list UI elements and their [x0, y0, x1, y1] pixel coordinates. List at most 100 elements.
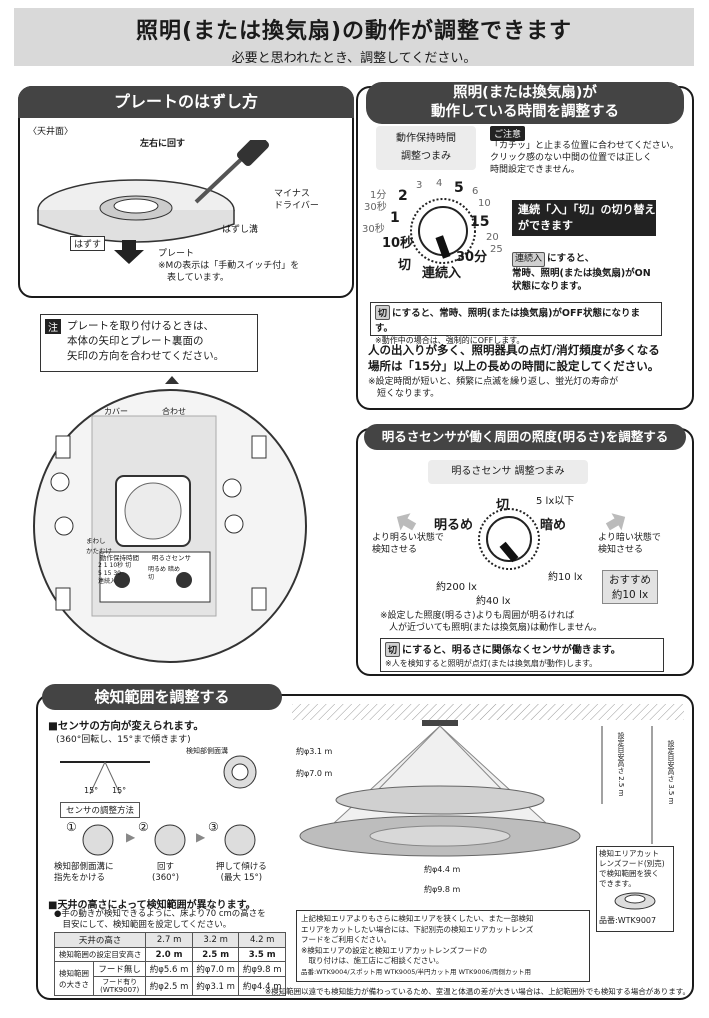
step-2-text: 回す (360°) [152, 862, 180, 883]
hood-info-models: 品番:WTK9004/スポット用 WTK9005/半円カット用 WTK9006/… [301, 967, 531, 976]
caution-text: 「カチッ」と止まる位置に合わせてください。 クリック感のない中間の位置では正しく… [490, 141, 679, 175]
attach-note-text: プレートを取り付けるときは、 本体の矢印とプレート裏面の 矢印の方向を合わせてく… [67, 320, 225, 362]
attach-note-box: 注 プレートを取り付けるときは、 本体の矢印とプレート裏面の 矢印の方向を合わせ… [40, 314, 258, 372]
dial-label-off: 切 [398, 258, 412, 273]
detection-range-title: 検知範囲を調整する [42, 684, 282, 710]
hood-info-box: 上記検知エリアよりもさらに検知エリアを狭くしたい、また一部検知 エリアをカットし… [296, 910, 590, 982]
manual-label: まわし かたむけ [86, 537, 112, 555]
angle-left: 15° [84, 786, 99, 795]
knob1-mark-2: 2 [98, 562, 102, 569]
height-2-5: 設定目安高さ 2.5 m [617, 732, 625, 797]
step-1-text: 検知部側面溝に 指先をかける [54, 862, 114, 883]
dial-label-10s: 10秒 [382, 236, 414, 251]
table-cell: 3.2 m [191, 932, 240, 948]
table-cell: 約φ7.0 m [191, 961, 240, 977]
dial-label-3: 3 [416, 180, 423, 191]
method-label: センサの調整方法 [60, 802, 141, 818]
brightness-off: 切 [496, 498, 510, 513]
table-cell: フード有り (WTK9007) [93, 976, 147, 996]
plate-removal-illustration [37, 140, 270, 264]
device-illustration [33, 376, 307, 663]
timer-off-note: ※動作中の場合は、強制的にOFFします。 [375, 336, 525, 345]
brightness-off-text: にすると、明るさに関係なくセンサが働きます。 [402, 645, 621, 656]
device-knob1-marks: 2 1 10秒 切 5 15 30 連続入 [98, 562, 146, 586]
step-arrow-2-icon: ▶ [196, 830, 206, 844]
brightness-bright: 明るめ [434, 518, 474, 533]
table-cell: 2.5 m [191, 947, 240, 962]
dial-label-30min: 30分 [456, 250, 488, 265]
brightness-recommend: おすすめ 約10 lx [602, 570, 658, 604]
range-table: 天井の高さ 2.7 m 3.2 m 4.2 m 検知範囲の設定目安高さ 2.0 … [53, 932, 286, 996]
brightness-lx40: 約40 lx [476, 596, 511, 607]
dial-label-25: 25 [490, 244, 503, 255]
knob2-mark-bright: 明るめ [148, 566, 167, 573]
knob1-mark-5: 5 [98, 570, 102, 577]
angle-right: 15° [112, 786, 127, 795]
knob1-mark-10: 10秒 [109, 562, 124, 569]
step-3-text: 押して傾ける (最大 15°) [216, 862, 267, 883]
table-cell: 約φ5.6 m [145, 961, 193, 977]
dial-label-4: 4 [436, 178, 443, 189]
dial-label-2: 2 [398, 188, 408, 204]
dial-label-30s-a: 30秒 [364, 202, 387, 213]
page-title: 照明(または換気扇)の動作が調整できます [135, 19, 573, 44]
dial-label-6: 6 [472, 186, 479, 197]
timer-dial [410, 198, 476, 264]
step-1-number: ① [66, 820, 77, 834]
brightness-off-box: 切にすると、明るさに関係なくセンサが働きます。 ※人を検知すると照明が点灯(また… [380, 638, 664, 672]
step-2-number: ② [138, 820, 149, 834]
device-knob1-label: 動作保持時間 [100, 554, 139, 562]
step-3-icon [224, 824, 256, 856]
brightness-off-note: ※人を検知すると照明が点灯(または換気扇が動作)します。 [385, 659, 598, 668]
height-sub: ●手の動きが検知できるように、床より70 cmの高さを 目安にして、検知範囲を設… [54, 909, 266, 930]
side-groove-label: 検知部側面溝 [186, 747, 228, 755]
page-header: 照明(または換気扇)の動作が調整できます 必要と思われたとき、調整してください。 [14, 8, 694, 66]
continuous-text: にすると、 常時、照明(または換気扇)がON 状態になります。 [512, 253, 651, 292]
hood-model: 品番:WTK9007 [599, 916, 657, 925]
step-1-icon [82, 824, 114, 856]
brightness-off-tag: 切 [385, 642, 401, 657]
release-tag: はずす [70, 236, 106, 251]
dial-label-5: 5 [454, 180, 464, 196]
table-cell: 検知範囲 の大きさ [53, 961, 95, 996]
height-3-5: 設定目安高さ 3.5 m [667, 740, 675, 805]
brightness-title: 明るさセンサが働く周囲の照度(明るさ)を調整する [364, 424, 686, 450]
hood-info-text: 上記検知エリアよりもさらに検知エリアを狭くしたい、また一部検知 エリアをカットし… [301, 914, 534, 965]
timer-dial-labels: 1分 30秒 30秒 2 3 4 5 6 10 15 20 25 30分 1 1… [360, 178, 503, 281]
direction-title: ■センサの方向が変えられます。 [48, 720, 204, 732]
adjust-steps: ① 検知部側面溝に 指先をかける ▶ ② 回す (360°) ▶ ③ 押して傾け… [54, 820, 286, 892]
plate-removal-title: プレートのはずし方 [18, 86, 354, 118]
timer-off-text: にすると、常時、照明(または換気扇)がOFF状態になります。 [375, 308, 640, 334]
direction-sub: (360°回転し、15°まで傾きます) [56, 735, 191, 745]
hood-box: 検知エリアカット レンズフード(別売) で検知範囲を狭く できます。 品番:WT… [596, 846, 674, 932]
caution-tag: ご注意 [490, 126, 526, 141]
detection-cone-diagram [292, 704, 684, 857]
knob2-mark-off: 切 [148, 574, 155, 581]
table-cell: 約φ2.5 m [145, 976, 193, 996]
plate-label: プレート [158, 249, 195, 259]
brightness-left-text: より明るい状態で 検知させる [372, 533, 444, 555]
table-cell: 3.5 m [238, 947, 286, 962]
diameter-9-8: 約φ9.8 m [424, 885, 461, 894]
table-cell: 天井の高さ [53, 932, 147, 948]
knob1-mark-off: 切 [125, 562, 132, 569]
dial-label-10: 10 [478, 198, 491, 209]
brightness-note1: ※設定した照度(明るさ)よりも周囲が明るければ 人が近づいても照明(または換気扇… [380, 611, 603, 633]
switch-info-box: 連続「入」「切」の切り替え ができます [512, 200, 656, 236]
brightness-lx10: 約10 lx [548, 572, 583, 583]
dial-label-1min: 1分 [370, 190, 387, 201]
brightness-lx5: 5 lx以下 [536, 496, 575, 507]
table-row: フード有り (WTK9007) 約φ2.5 m 約φ3.1 m 約φ4.4 m [55, 976, 286, 996]
table-row: 天井の高さ 2.7 m 3.2 m 4.2 m [53, 932, 286, 948]
height-title: ■天井の高さによって検知範囲が異なります。 [48, 900, 256, 911]
ceiling-label: 〈天井面〉 [28, 127, 74, 137]
table-cell: 2.0 m [145, 947, 193, 962]
brightness-right-text: より暗い状態で 検知させる [598, 533, 661, 555]
knob1-mark-1: 1 [103, 562, 108, 569]
knob1-mark-continuous: 連続入 [98, 578, 117, 585]
plate-note: ※Mの表示は「手動スイッチ付」を 表しています。 [158, 261, 300, 283]
step-arrow-1-icon: ▶ [126, 830, 136, 844]
dial-label-30s-b: 30秒 [362, 224, 385, 235]
arrow-dark-icon [605, 513, 626, 531]
hood-icon [614, 892, 656, 910]
